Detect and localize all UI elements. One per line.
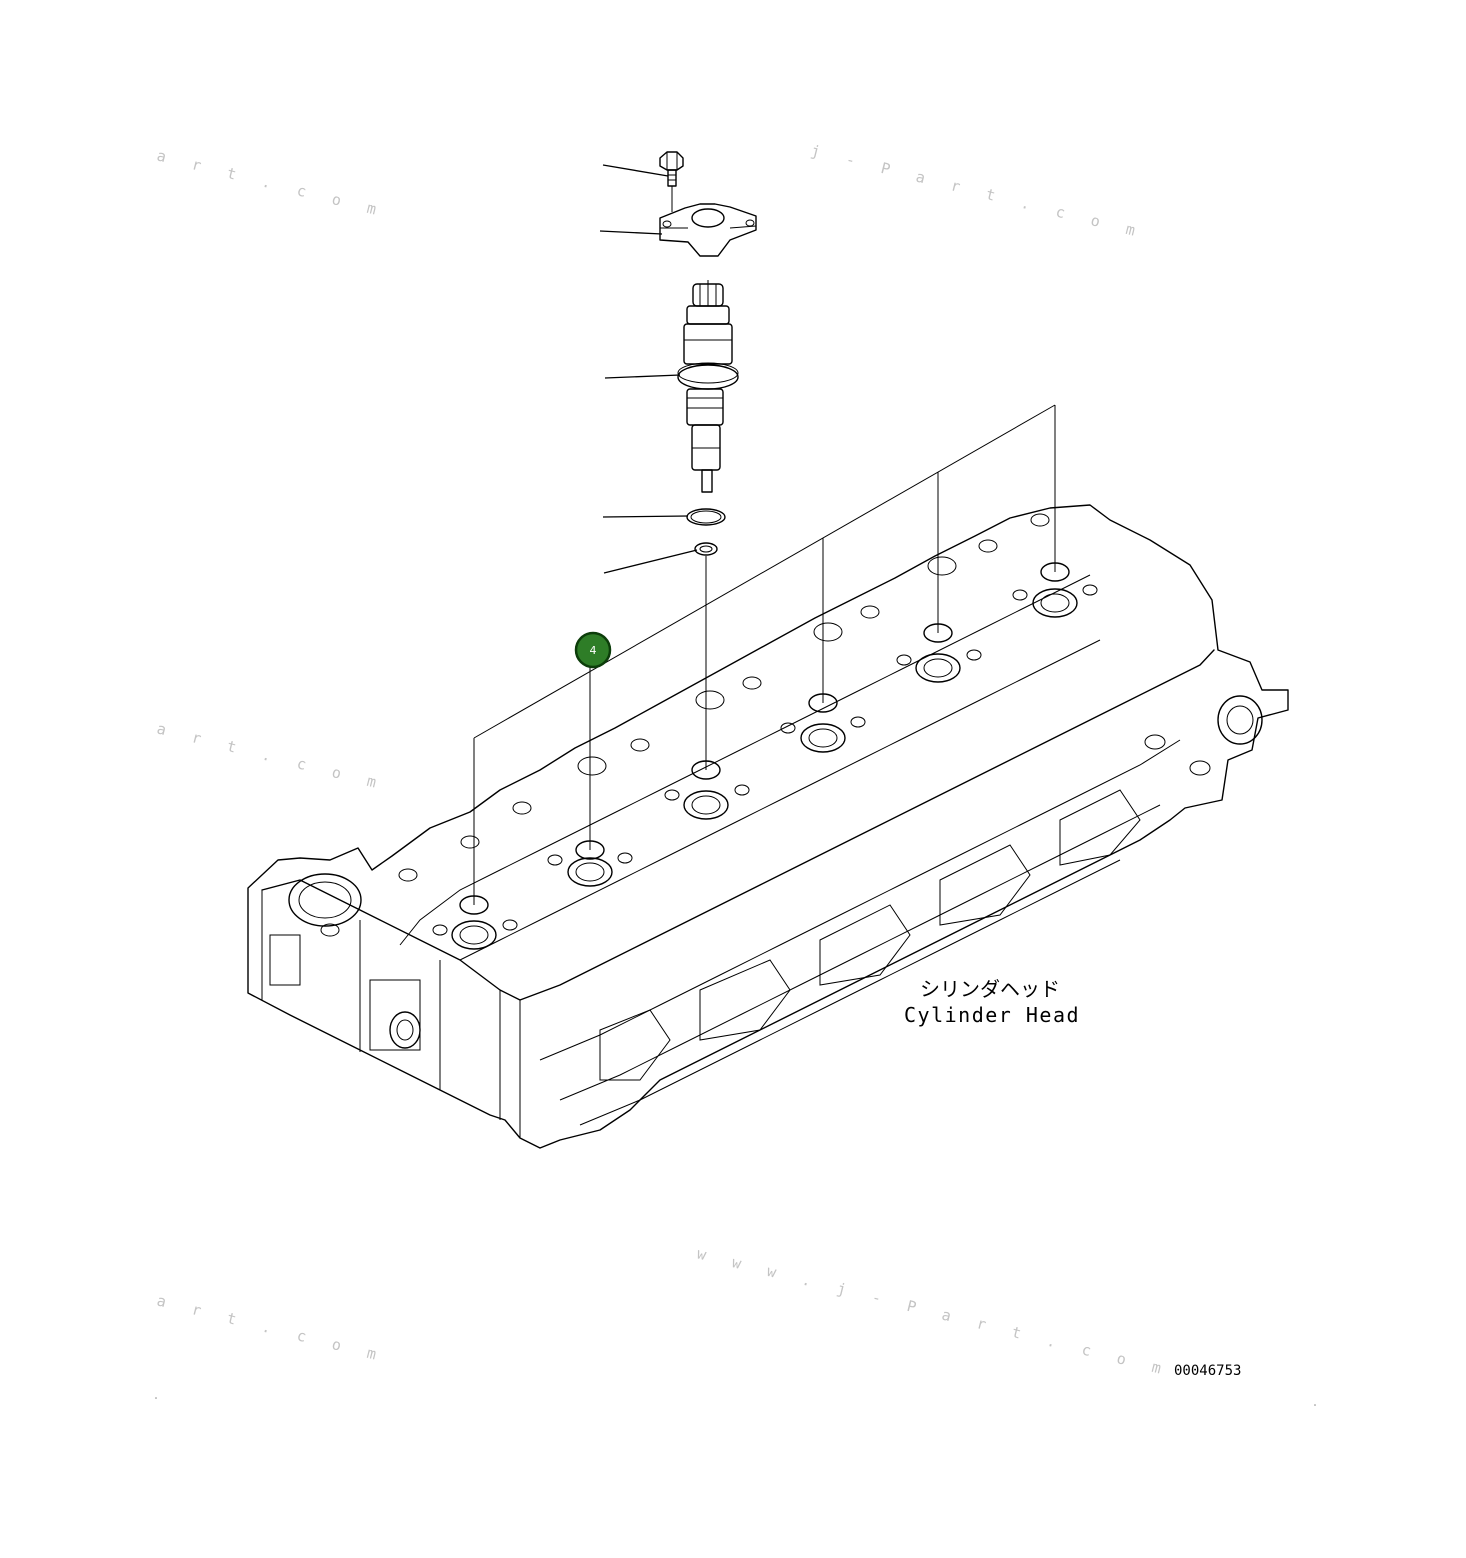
part-label-english: Cylinder Head	[904, 1003, 1080, 1027]
watermark-1: a r t . c o m	[155, 146, 387, 220]
watermark-5: a r t . c o m	[155, 1291, 387, 1365]
washer-part[interactable]	[694, 542, 718, 556]
callout-4-number: 4	[590, 644, 597, 657]
corner-mark-left	[155, 1397, 157, 1399]
drawing-number: 00046753	[1174, 1363, 1241, 1379]
callout-4-circle[interactable]	[574, 631, 612, 669]
watermarks: a r t . c o m j - P a r t . c o m a r t …	[155, 141, 1172, 1379]
o-ring-part[interactable]	[686, 508, 726, 526]
watermark-4: w w w . j - P a r t . c o m	[695, 1244, 1172, 1379]
injector-bores	[451, 562, 1078, 950]
corner-mark-right	[1314, 1404, 1316, 1406]
cylinder-bracket-lines	[473, 404, 1056, 905]
fuel-injector-part[interactable]	[677, 280, 739, 493]
head-bolt-bosses	[320, 513, 1050, 937]
watermark-3: a r t . c o m	[155, 719, 387, 793]
cylinder-head	[247, 504, 1289, 1149]
bolt-part[interactable]	[659, 151, 684, 212]
valve-seats	[432, 584, 1098, 936]
leader-lines	[599, 164, 698, 574]
callout-4[interactable]: 4	[574, 631, 612, 680]
injector-clamp-part[interactable]	[659, 203, 757, 257]
watermark-2: j - P a r t . c o m	[809, 141, 1146, 241]
part-label-japanese: シリンダヘッド	[920, 977, 1060, 1001]
